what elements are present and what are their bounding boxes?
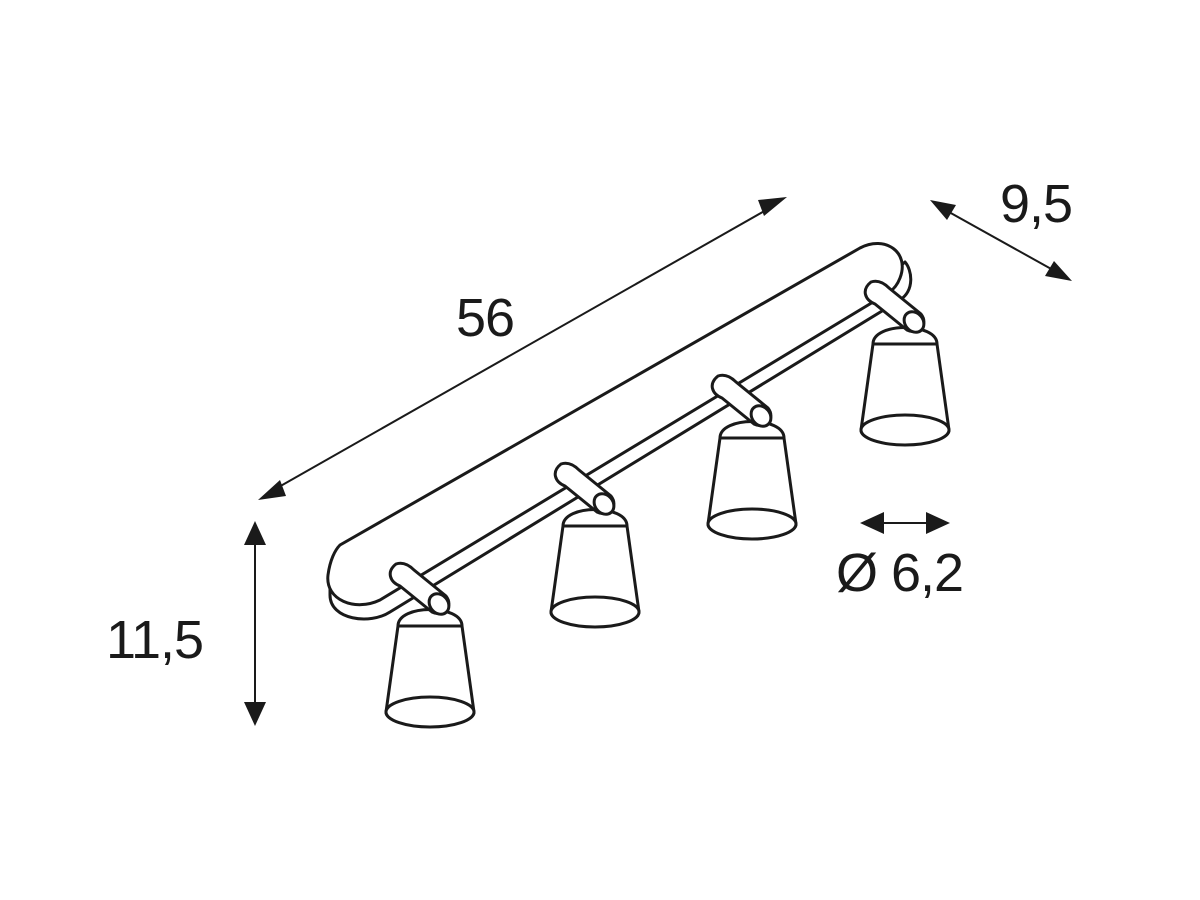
length-dimension-line <box>258 197 787 500</box>
height-label: 11,5 <box>106 610 203 670</box>
depth-dimension-line <box>930 200 1072 281</box>
depth-label: 9,5 <box>1000 174 1072 234</box>
ceiling-bar <box>326 242 913 621</box>
height-dimension-line <box>244 521 266 726</box>
length-label: 56 <box>456 288 514 348</box>
diameter-dimension-line <box>860 512 950 534</box>
diameter-label: Ø 6,2 <box>836 543 963 603</box>
